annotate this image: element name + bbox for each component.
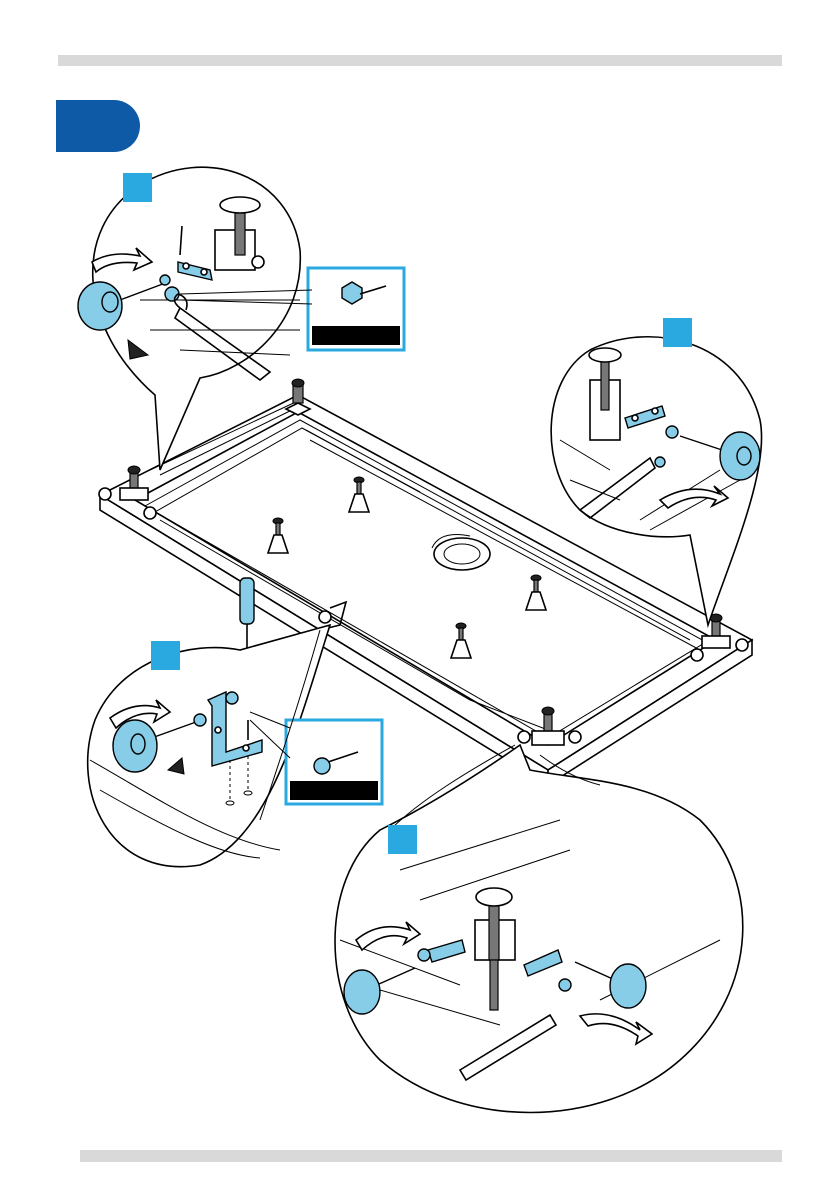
callout-label-top-left (312, 326, 400, 345)
detail-marker-c (151, 641, 180, 670)
callout-label-bottom-left (290, 781, 378, 800)
detail-marker-a (123, 173, 152, 202)
detail-marker-b (663, 318, 692, 347)
detail-marker-d (388, 825, 417, 854)
detail-circle-bottom-right (335, 745, 743, 1113)
